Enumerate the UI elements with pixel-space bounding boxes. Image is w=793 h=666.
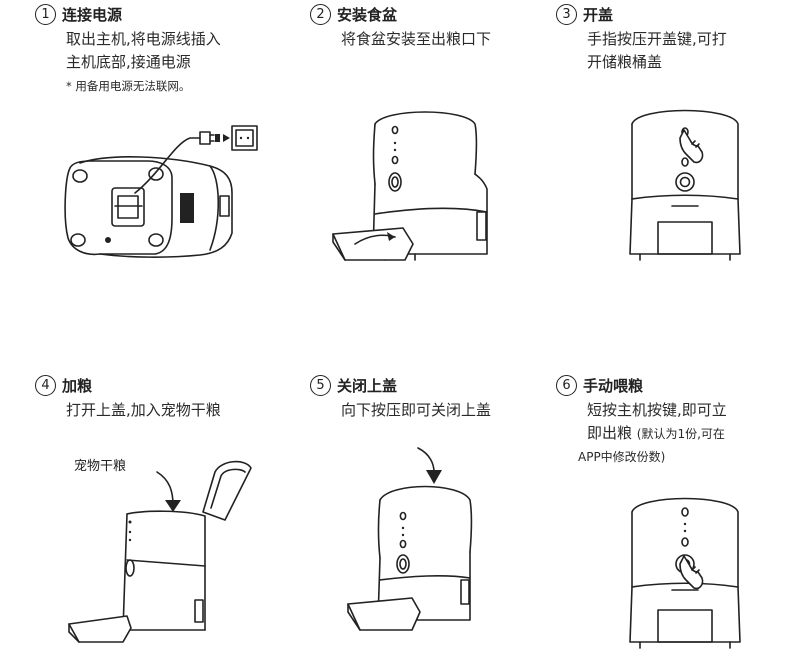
step-1-number: 1 [35, 4, 56, 25]
figure-feeder-with-bowl [325, 94, 500, 269]
step-4-number: 4 [35, 375, 56, 396]
figure-feeder-press-lid-button [620, 94, 750, 269]
step-1-title: 连接电源 [62, 5, 123, 24]
step-4-line-1: 打开上盖,加入宠物干粮 [66, 401, 221, 419]
step-6-line-2: 即出粮 (默认为1份,可在 [587, 422, 727, 446]
step-1-header: 1 连接电源 [35, 4, 221, 25]
step-3-title: 开盖 [583, 5, 614, 24]
step-2-title: 安装食盆 [337, 5, 398, 24]
step-1-note: * 用备用电源无法联网。 [66, 79, 191, 93]
step-3-line-2: 开储粮桶盖 [587, 53, 663, 71]
step-5-title: 关闭上盖 [337, 376, 398, 395]
step-3-line-1: 手指按压开盖键,可打 [587, 30, 727, 48]
step-3: 3 开盖 手指按压开盖键,可打 开储粮桶盖 [556, 4, 727, 74]
step-2: 2 安装食盆 将食盆安装至出粮口下 [310, 4, 491, 51]
step-1: 1 连接电源 取出主机,将电源线插入 主机底部,接通电源 * 用备用电源无法联网… [35, 4, 221, 94]
step-6-number: 6 [556, 375, 577, 396]
step-6-line-1: 短按主机按键,即可立 [587, 401, 727, 419]
step-2-line-1: 将食盆安装至出粮口下 [341, 30, 492, 48]
step-3-header: 3 开盖 [556, 4, 727, 25]
step-4-food-callout: 宠物干粮 [74, 459, 127, 474]
figure-feeder-close-lid [340, 440, 480, 650]
step-5-number: 5 [310, 375, 331, 396]
step-3-number: 3 [556, 4, 577, 25]
figure-feeder-bottom-power [60, 118, 265, 263]
step-5-line-1: 向下按压即可关闭上盖 [341, 401, 492, 419]
step-4: 4 加粮 打开上盖,加入宠物干粮 [35, 375, 221, 422]
step-4-title: 加粮 [62, 376, 93, 395]
step-6: 6 手动喂粮 短按主机按键,即可立 即出粮 (默认为1份,可在 APP中修改份数… [556, 375, 727, 469]
step-5: 5 关闭上盖 向下按压即可关闭上盖 [310, 375, 491, 422]
step-2-header: 2 安装食盆 [310, 4, 491, 25]
step-6-line-3: APP中修改份数) [578, 450, 666, 464]
step-4-header: 4 加粮 [35, 375, 221, 396]
figure-feeder-press-feed-button [620, 482, 750, 657]
figure-feeder-open-lid-add-food [65, 450, 260, 645]
step-1-line-1: 取出主机,将电源线插入 [66, 30, 221, 48]
step-5-header: 5 关闭上盖 [310, 375, 491, 396]
step-1-line-2: 主机底部,接通电源 [66, 53, 191, 71]
step-6-title: 手动喂粮 [583, 376, 644, 395]
step-2-number: 2 [310, 4, 331, 25]
step-6-line-2-note: (默认为1份,可在 [636, 427, 725, 441]
step-6-header: 6 手动喂粮 [556, 375, 727, 396]
step-6-line-2-main: 即出粮 [587, 424, 633, 442]
